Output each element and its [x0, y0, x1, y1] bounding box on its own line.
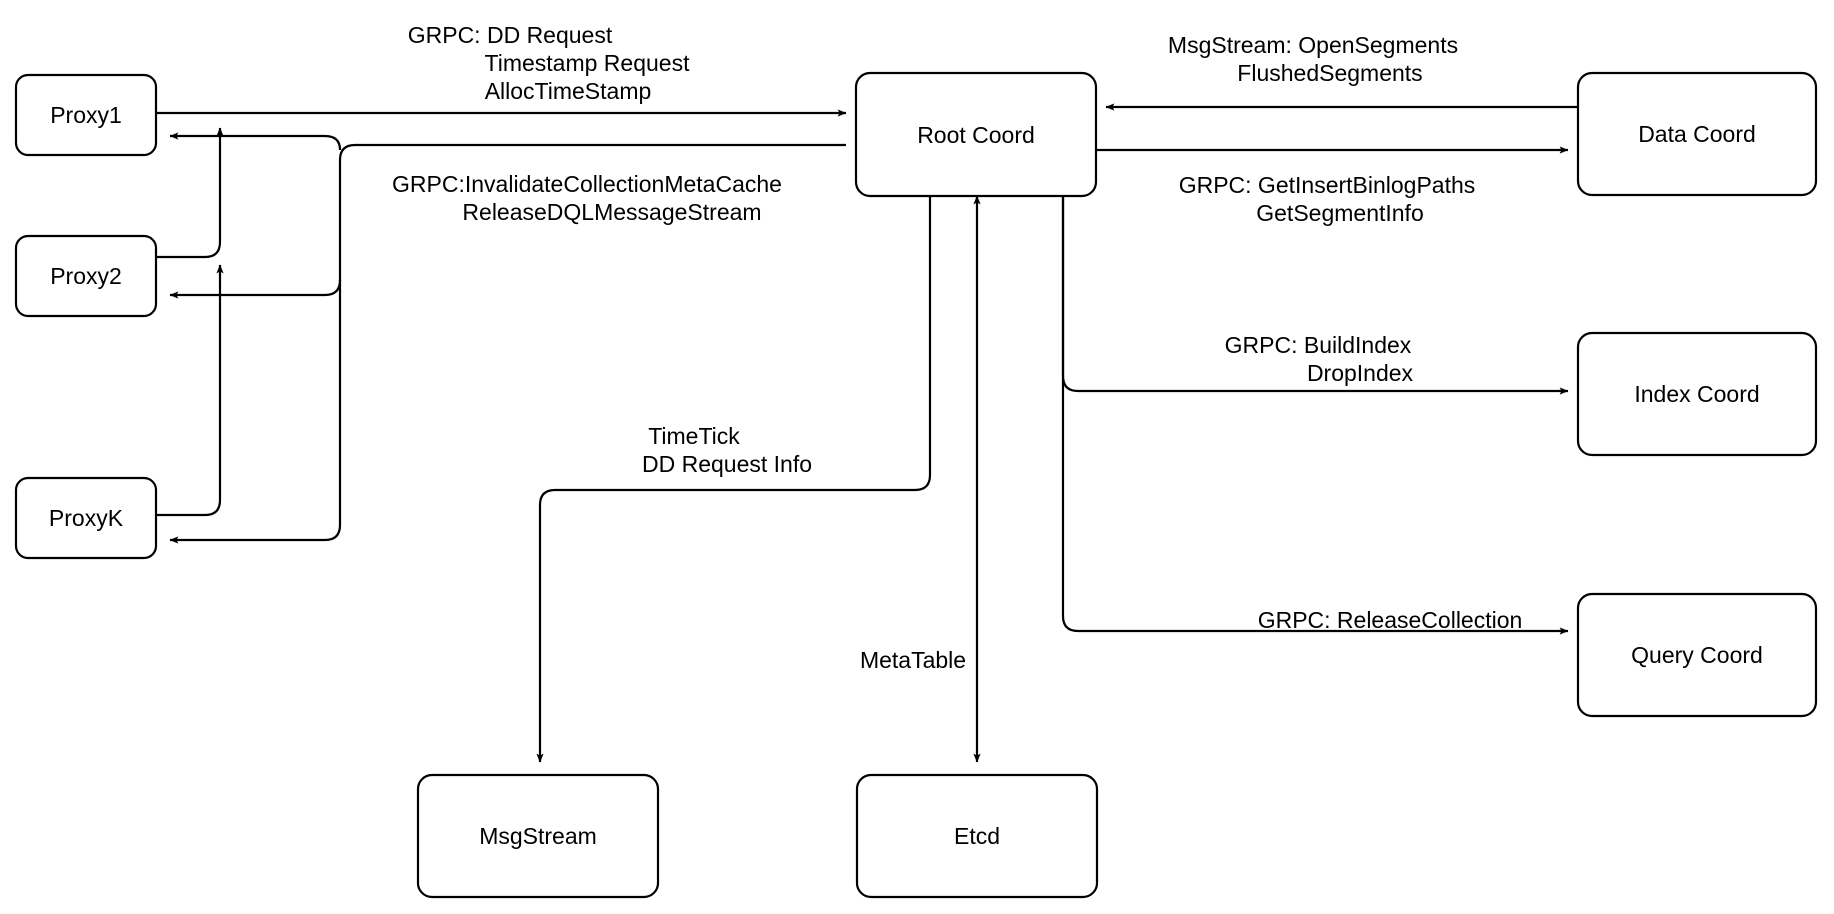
edge-root-coord-to-proxy2 [169, 279, 342, 299]
edge-label-root-to-etcd: MetaTable [860, 647, 966, 673]
data-coord-box[interactable] [1576, 71, 1818, 197]
root-coord-box[interactable] [854, 71, 1098, 198]
edge-label-root-to-data-line1: GRPC: GetInsertBinlogPaths [1179, 172, 1476, 198]
edge-label-root-to-query: GRPC: ReleaseCollection [1258, 607, 1523, 633]
node-query-coord[interactable]: Query Coord [1576, 592, 1818, 718]
msgstream-label: MsgStream [479, 823, 597, 849]
edge-label-root-to-msgstream-line2: DD Request Info [642, 451, 812, 477]
edge-label-root-to-index: GRPC: BuildIndex DropIndex [1225, 332, 1414, 386]
node-proxy1[interactable]: Proxy1 [14, 73, 158, 157]
edge-label-data-to-root-line2: FlushedSegments [1237, 60, 1422, 86]
proxy2-label: Proxy2 [50, 263, 122, 289]
edge-root-coord-to-proxy1 [169, 132, 342, 151]
query-coord-box[interactable] [1576, 592, 1818, 718]
root-coord-label: Root Coord [917, 122, 1035, 148]
edge-label-data-to-root: MsgStream: OpenSegments FlushedSegments [1168, 32, 1458, 86]
edge-label-root-to-msgstream: TimeTick DD Request Info [642, 423, 812, 477]
edge-label-root-to-index-line2: DropIndex [1307, 360, 1414, 386]
node-data-coord[interactable]: Data Coord [1576, 71, 1818, 197]
node-root-coord[interactable]: Root Coord [854, 71, 1098, 198]
edge-label-root-to-query-line1: GRPC: ReleaseCollection [1258, 607, 1523, 633]
index-coord-box[interactable] [1576, 331, 1818, 457]
node-index-coord[interactable]: Index Coord [1576, 331, 1818, 457]
edge-label-proxy-to-root-line2: Timestamp Request [485, 50, 691, 76]
etcd-box[interactable] [855, 773, 1099, 899]
edge-label-root-to-index-line1: GRPC: BuildIndex [1225, 332, 1412, 358]
edge-label-root-to-proxy: GRPC:InvalidateCollectionMetaCache Relea… [392, 171, 782, 225]
node-msgstream[interactable]: MsgStream [416, 773, 660, 899]
edge-label-data-to-root-line1: MsgStream: OpenSegments [1168, 32, 1458, 58]
edge-label-proxy-to-root-line3: AllocTimeStamp [485, 78, 652, 104]
query-coord-label: Query Coord [1631, 642, 1763, 668]
proxy2-box[interactable] [14, 234, 158, 318]
node-proxyk[interactable]: ProxyK [14, 476, 158, 560]
edge-label-root-to-data-line2: GetSegmentInfo [1256, 200, 1424, 226]
etcd-label: Etcd [954, 823, 1000, 849]
edge-root-coord-to-msgstream [536, 196, 932, 763]
edge-label-proxy-to-root-line1: GRPC: DD Request [408, 22, 613, 48]
edge-root-coord-to-proxyk [169, 143, 846, 544]
proxy1-label: Proxy1 [50, 102, 122, 128]
node-etcd[interactable]: Etcd [855, 773, 1099, 899]
edge-label-root-to-proxy-line2: ReleaseDQLMessageStream [462, 199, 761, 225]
edge-root-coord-to-query-coord [1061, 196, 1569, 635]
index-coord-label: Index Coord [1634, 381, 1759, 407]
edge-proxy2-to-root-bus [156, 127, 224, 259]
node-proxy2[interactable]: Proxy2 [14, 234, 158, 318]
proxy1-box[interactable] [14, 73, 158, 157]
edge-label-root-to-data: GRPC: GetInsertBinlogPaths GetSegmentInf… [1179, 172, 1476, 226]
data-coord-label: Data Coord [1638, 121, 1756, 147]
proxyk-box[interactable] [14, 476, 158, 560]
edge-label-root-to-etcd-line1: MetaTable [860, 647, 966, 673]
edge-label-proxy-to-root: GRPC: DD Request Timestamp Request Alloc… [408, 22, 690, 104]
edge-label-root-to-msgstream-line1: TimeTick [648, 423, 740, 449]
msgstream-box[interactable] [416, 773, 660, 899]
edge-label-root-to-proxy-line1: GRPC:InvalidateCollectionMetaCache [392, 171, 782, 197]
edge-proxyk-to-root-bus [156, 264, 224, 517]
proxyk-label: ProxyK [49, 505, 124, 531]
